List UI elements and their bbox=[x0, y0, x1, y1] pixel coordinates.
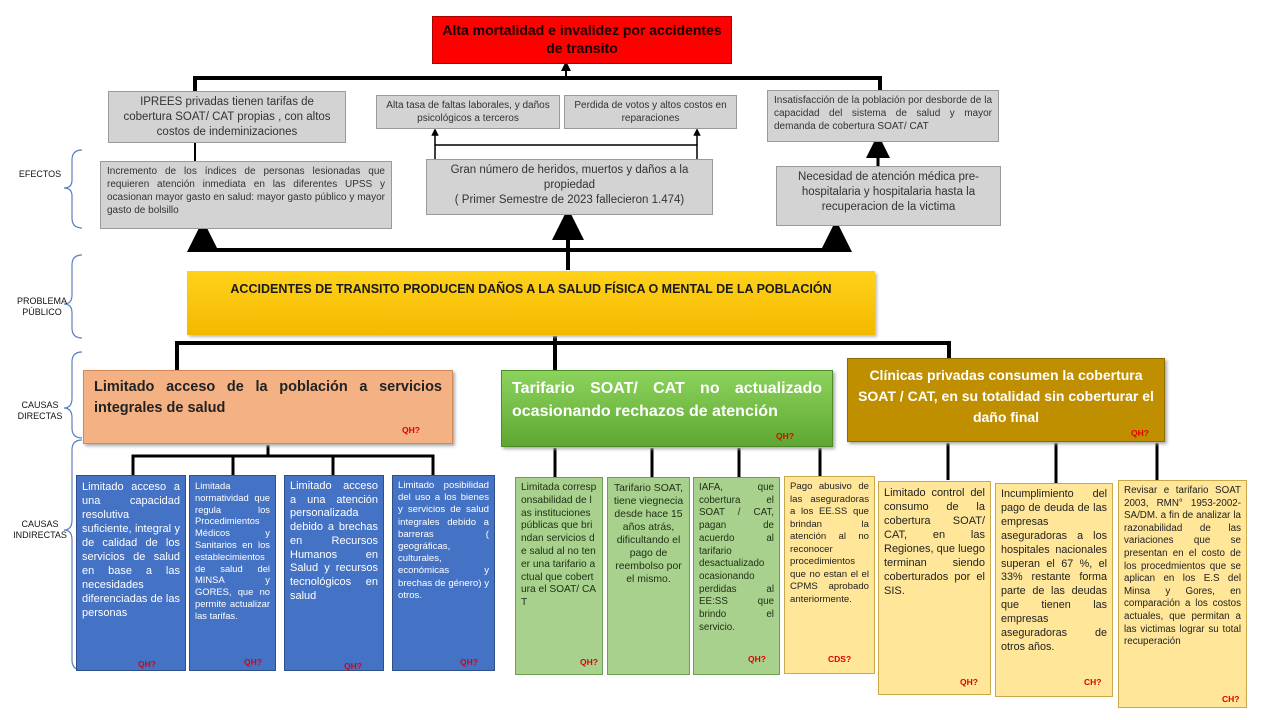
indirect-cause-8-tag: CDS? bbox=[828, 654, 852, 664]
indirect-cause-1: Limitado acceso a una capacidad resoluti… bbox=[76, 475, 186, 671]
label-problema-publico: PROBLEMA PÚBLICO bbox=[16, 296, 67, 317]
indirect-cause-11-tag: CH? bbox=[1222, 694, 1240, 704]
effect-mid-2-note: ( Primer Semestre de 2023 fallecieron 1.… bbox=[454, 194, 685, 206]
indirect-cause-10-tag: CH? bbox=[1084, 677, 1102, 687]
direct-cause-1-text: Limitado acceso de la población a servic… bbox=[94, 379, 442, 416]
direct-cause-1: Limitado acceso de la población a servic… bbox=[83, 370, 453, 444]
indirect-cause-4: Limitado posibilidad del uso a los biene… bbox=[392, 475, 495, 671]
main-effect-title: Alta mortalidad e invalidez por accident… bbox=[432, 16, 732, 64]
indirect-cause-7-tag: QH? bbox=[748, 654, 766, 664]
indirect-cause-2: Limitada normatividad que regula los Pro… bbox=[189, 475, 276, 671]
effect-top-4: Insatisfacción de la población por desbo… bbox=[767, 90, 999, 142]
indirect-cause-3-tag: QH? bbox=[344, 661, 362, 671]
direct-cause-2-tag: QH? bbox=[776, 431, 794, 441]
indirect-cause-11: Revisar e tarifario SOAT 2003, RMN° 1953… bbox=[1118, 480, 1247, 708]
indirect-cause-4-tag: QH? bbox=[460, 657, 478, 667]
effect-mid-1: Incremento de los índices de personas le… bbox=[100, 161, 392, 229]
direct-cause-1-tag: QH? bbox=[402, 425, 420, 435]
indirect-cause-9-tag: QH? bbox=[960, 677, 978, 687]
effect-top-3: Perdida de votos y altos costos en repar… bbox=[564, 95, 737, 129]
indirect-cause-7: IAFA, que cobertura el SOAT / CAT, pagan… bbox=[693, 477, 780, 675]
effect-mid-3: Necesidad de atención médica pre-hospita… bbox=[776, 166, 1001, 226]
label-efectos: EFECTOS bbox=[18, 169, 62, 179]
direct-cause-3-tag: QH? bbox=[1131, 428, 1149, 438]
indirect-cause-10: Incumplimiento del pago de deuda de las … bbox=[995, 483, 1113, 697]
direct-cause-2-text: Tarifario SOAT/ CAT no actualizado ocasi… bbox=[512, 380, 822, 420]
direct-cause-2: Tarifario SOAT/ CAT no actualizado ocasi… bbox=[501, 370, 833, 447]
indirect-cause-8: Pago abusivo de las aseguradoras a los E… bbox=[784, 476, 875, 674]
label-causas-indirectas: CAUSAS INDIRECTAS bbox=[13, 519, 67, 540]
indirect-cause-6: Tarifario SOAT, tiene viegnecia desde ha… bbox=[607, 477, 690, 675]
indirect-cause-5: Limitada corresponsabilidad de las insti… bbox=[515, 477, 603, 675]
indirect-cause-1-tag: QH? bbox=[138, 659, 156, 669]
central-problem: ACCIDENTES DE TRANSITO PRODUCEN DAÑOS A … bbox=[187, 271, 875, 335]
direct-cause-3: Clínicas privadas consumen la cobertura … bbox=[847, 358, 1165, 442]
label-causas-directas: CAUSAS DIRECTAS bbox=[17, 400, 63, 421]
direct-cause-3-text: Clínicas privadas consumen la cobertura … bbox=[858, 367, 1154, 425]
indirect-cause-9: Limitado control del consumo de la cober… bbox=[878, 481, 991, 695]
effect-top-1: IPREES privadas tienen tarifas de cobert… bbox=[108, 91, 346, 143]
effect-mid-2-text: Gran número de heridos, muertos y daños … bbox=[450, 164, 689, 191]
effect-top-2: Alta tasa de faltas laborales, y daños p… bbox=[376, 95, 560, 129]
effect-mid-2: Gran número de heridos, muertos y daños … bbox=[426, 159, 713, 215]
indirect-cause-3: Limitado acceso a una atención personali… bbox=[284, 475, 384, 671]
indirect-cause-5-tag: QH? bbox=[580, 657, 598, 667]
indirect-cause-2-tag: QH? bbox=[244, 657, 262, 667]
